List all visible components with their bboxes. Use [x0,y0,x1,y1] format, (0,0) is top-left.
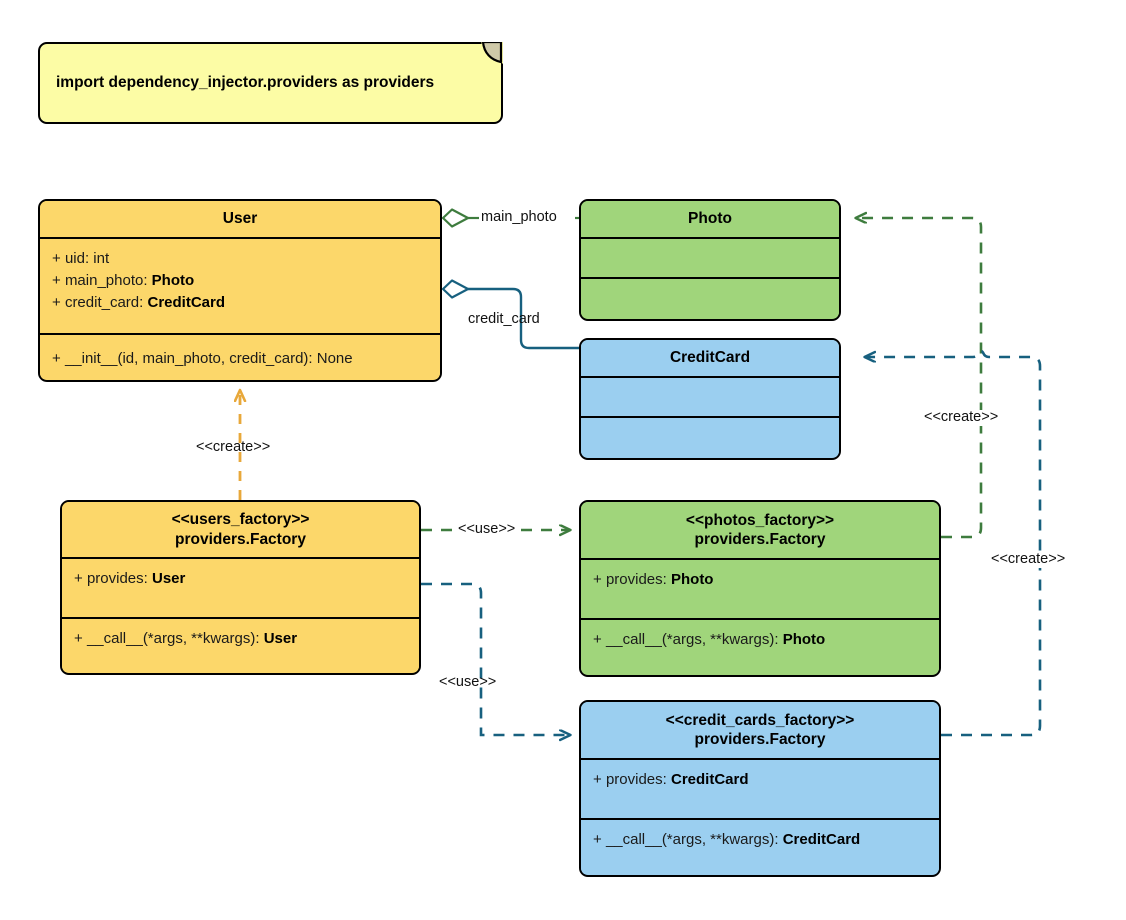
attr-type: Photo [151,271,195,289]
class-user-name: User [222,210,258,228]
edge-use-credit-cards-factory [421,582,570,735]
attr-visibility: + [52,271,61,289]
attr-type: int [93,250,110,267]
method-visibility: + [593,631,602,648]
class-credit-cards-factory-title: <<credit_cards_factory>> providers.Facto… [581,702,939,760]
attr-type: User [151,570,186,587]
class-users-factory-attributes: + provides: User [62,559,419,619]
edge-label-use-credit-cards-factory: <<use>> [437,674,498,691]
attr-visibility: + [593,771,602,788]
attr-type: Photo [670,571,714,588]
attr-visibility: + [52,293,61,311]
class-users-factory-title: <<users_factory>> providers.Factory [62,502,419,559]
class-credit-cards-factory-methods: + __call__(*args, **kwargs): CreditCard [581,820,939,874]
class-user-methods: + __init__(id, main_photo, credit_card):… [40,335,440,379]
method-visibility: + [52,349,61,367]
method-type: Photo [782,631,826,648]
class-credit-cards-factory-attributes: + provides: CreditCard [581,760,939,820]
class-photos-factory-stereotype: <<photos_factory>> [685,511,835,529]
class-photo-attributes [581,239,839,279]
attr-visibility: + [74,570,83,587]
attr-name: credit_card: [64,293,148,311]
class-credit-cards-factory[interactable]: <<credit_cards_factory>> providers.Facto… [579,700,941,877]
method-row: + __init__(id, main_photo, credit_card):… [52,348,353,370]
attribute-row: + provides: CreditCard [593,769,927,791]
class-photo-methods [581,279,839,318]
edge-label-text: <<use>> [439,674,497,690]
edge-label-create-user: <<create>> [194,439,272,456]
class-credit-card-title: CreditCard [581,340,839,378]
class-photos-factory-name: providers.Factory [694,531,826,548]
edge-label-text: <<create>> [924,409,999,425]
attr-visibility: + [52,250,61,267]
attr-name: main_photo: [64,271,152,289]
class-photo-title: Photo [581,201,839,239]
edge-label-text: credit_card [468,311,540,327]
method-name: __call__(*args, **kwargs): [605,631,783,648]
method-type: CreditCard [782,831,861,848]
class-user[interactable]: User + uid: int + main_photo: Photo + cr… [38,199,442,382]
class-photos-factory-attributes: + provides: Photo [581,560,939,620]
attr-name: provides: [605,771,671,788]
class-credit-cards-factory-stereotype: <<credit_cards_factory>> [665,711,855,729]
edge-label-text: main_photo [481,209,557,225]
attr-type: CreditCard [147,293,225,311]
attr-type: CreditCard [670,771,749,788]
class-credit-card[interactable]: CreditCard [579,338,841,460]
class-photos-factory[interactable]: <<photos_factory>> providers.Factory + p… [579,500,941,677]
attribute-row: + uid: int [52,248,428,270]
method-row: + __call__(*args, **kwargs): CreditCard [593,829,927,851]
class-users-factory-stereotype: <<users_factory>> [171,511,310,529]
class-photos-factory-title: <<photos_factory>> providers.Factory [581,502,939,560]
class-photo[interactable]: Photo [579,199,841,321]
class-users-factory[interactable]: <<users_factory>> providers.Factory + pr… [60,500,421,675]
note-fold-corner [481,42,503,64]
attribute-row: + provides: Photo [593,569,927,591]
class-user-attributes: + uid: int + main_photo: Photo + credit_… [40,239,440,335]
method-row: + __call__(*args, **kwargs): User [74,628,407,650]
edge-label-use-photos-factory: <<use>> [456,521,518,538]
edge-label-create-credit-card: <<create>> [989,551,1068,568]
class-users-factory-methods: + __call__(*args, **kwargs): User [62,619,419,672]
edge-label-text: <<create>> [196,439,271,455]
edge-label-create-photo: <<create>> [922,409,1001,426]
attr-name: uid: [64,250,94,267]
edge-label-text: <<use>> [458,521,516,537]
class-photo-name: Photo [688,210,732,228]
class-user-title: User [40,201,440,239]
class-users-factory-name: providers.Factory [175,530,306,548]
method-type: None [316,349,353,367]
attribute-row: + main_photo: Photo [52,270,428,292]
method-visibility: + [74,630,83,647]
attribute-row: + provides: User [74,568,407,590]
attribute-row: + credit_card: CreditCard [52,292,428,314]
class-photos-factory-methods: + __call__(*args, **kwargs): Photo [581,620,939,674]
class-credit-card-name: CreditCard [669,349,751,367]
attr-visibility: + [593,571,602,588]
class-credit-card-attributes [581,378,839,418]
method-visibility: + [593,831,602,848]
note-text: import dependency_injector.providers as … [56,74,435,91]
attr-name: provides: [86,570,152,587]
edge-label-main-photo: main_photo [479,209,559,226]
method-name: __init__(id, main_photo, credit_card): [64,349,317,367]
method-row: + __call__(*args, **kwargs): Photo [593,629,927,651]
method-name: __call__(*args, **kwargs): [605,831,783,848]
edge-create-photo [856,218,983,539]
note-import-statement: import dependency_injector.providers as … [38,42,503,124]
method-type: User [263,630,298,647]
attr-name: provides: [605,571,671,588]
class-credit-cards-factory-name: providers.Factory [694,731,826,748]
method-name: __call__(*args, **kwargs): [86,630,264,647]
edge-label-credit-card: credit_card [466,311,542,328]
edge-label-text: <<create>> [991,551,1066,567]
class-credit-card-methods [581,418,839,457]
